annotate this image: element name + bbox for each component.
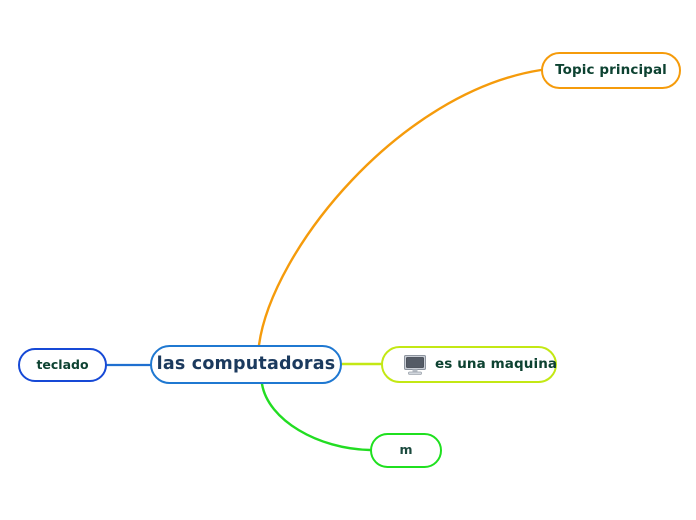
node-label-es-una-maquina: es una maquina [435,355,558,372]
node-topic-principal[interactable]: Topic principal [541,52,681,89]
node-label-m: m [399,442,413,458]
edge-central-to-m [260,382,372,452]
node-label-topic-principal: Topic principal [555,61,667,78]
monitor-icon [404,354,426,375]
node-es-una-maquina[interactable]: es una maquina [381,346,557,383]
node-label-central: las computadoras [156,353,336,374]
node-label-teclado: teclado [36,356,89,372]
node-m[interactable]: m [370,433,442,468]
edge-central-to-topic [257,68,543,347]
node-las-computadoras[interactable]: las computadoras [150,345,342,384]
node-teclado[interactable]: teclado [18,348,107,382]
